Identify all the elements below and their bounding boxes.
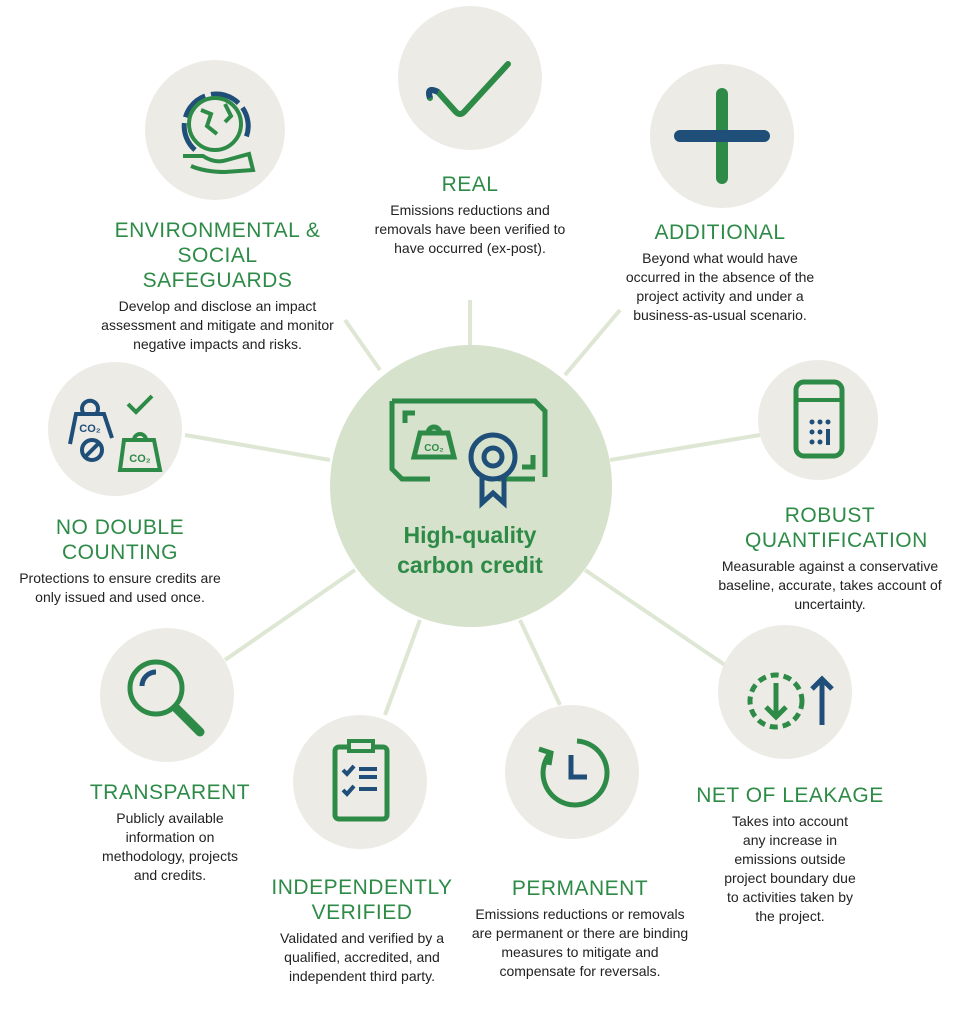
- center-circle: CO₂: [330, 345, 612, 627]
- item-desc: Emissions reductions and removals have b…: [374, 202, 566, 256]
- item-title: NO DOUBLE COUNTING: [55, 516, 185, 564]
- checkmark-icon: [426, 61, 511, 117]
- clock-icon: [538, 738, 610, 808]
- safeguards-circle: [145, 60, 285, 200]
- item-title: NET OF LEAKAGE: [696, 784, 884, 807]
- item-desc: Develop and disclose an impact assessmen…: [101, 298, 334, 352]
- no-double-counting-circle: CO₂ CO₂: [48, 362, 182, 496]
- item-desc: Beyond what would have occurred in the a…: [625, 250, 815, 323]
- permanent-circle: [505, 705, 639, 839]
- item-title: ROBUST QUANTIFICATION: [745, 504, 928, 552]
- item-desc: Publicly available information on method…: [102, 810, 238, 883]
- item-title: INDEPENDENTLY VERIFIED: [271, 876, 453, 924]
- item-title: ADDITIONAL: [654, 221, 786, 244]
- svg-text:CO₂: CO₂: [79, 423, 101, 435]
- verified-circle: [293, 715, 427, 849]
- center-title-line1: High-quality: [403, 522, 537, 548]
- item-title: ENVIRONMENTAL & SOCIAL SAFEGUARDS: [114, 219, 321, 292]
- net-leakage-circle: [718, 625, 852, 759]
- item-desc: Protections to ensure credits are only i…: [19, 570, 221, 605]
- item-verified: INDEPENDENTLY VERIFIED Validated and veri…: [262, 875, 462, 986]
- center-title-line2: carbon credit: [397, 552, 543, 578]
- real-circle: [398, 6, 542, 150]
- item-robust: ROBUST QUANTIFICATION Measurable against …: [695, 503, 965, 614]
- globe-hand-icon: [181, 91, 256, 175]
- item-net-leakage: NET OF LEAKAGE Takes into account any inc…: [690, 783, 890, 926]
- calculator-icon: [793, 379, 845, 459]
- certificate-co2-icon: CO₂: [389, 398, 548, 509]
- svg-text:CO₂: CO₂: [424, 443, 443, 454]
- item-real: REAL Emissions reductions and removals ha…: [370, 172, 570, 258]
- item-safeguards: ENVIRONMENTAL & SOCIAL SAFEGUARDS Develop…: [100, 218, 335, 354]
- item-transparent: TRANSPARENT Publicly available informatio…: [70, 780, 270, 885]
- item-additional: ADDITIONAL Beyond what would have occurre…: [615, 220, 825, 325]
- item-title: REAL: [441, 173, 499, 196]
- item-permanent: PERMANENT Emissions reductions or removal…: [470, 876, 690, 981]
- item-title: PERMANENT: [511, 877, 649, 900]
- item-desc: Validated and verified by a qualified, a…: [280, 930, 444, 984]
- clipboard-icon: [332, 739, 390, 822]
- item-no-double-counting: NO DOUBLE COUNTING Protections to ensure …: [10, 515, 230, 607]
- item-title: TRANSPARENT: [89, 781, 251, 804]
- center-title: High-quality carbon credit: [330, 520, 610, 580]
- item-desc: Takes into account any increase in emiss…: [724, 813, 856, 924]
- transparent-circle: [100, 628, 234, 762]
- robust-circle: [758, 360, 878, 480]
- item-desc: Emissions reductions or removals are per…: [471, 906, 689, 979]
- arrows-icon: [747, 672, 834, 730]
- additional-circle: [650, 64, 794, 208]
- magnifier-icon: [127, 659, 205, 737]
- plus-icon: [674, 88, 770, 184]
- item-desc: Measurable against a conservative baseli…: [718, 558, 942, 612]
- co2-weights-icon: CO₂ CO₂: [68, 394, 163, 472]
- svg-text:CO₂: CO₂: [129, 453, 151, 465]
